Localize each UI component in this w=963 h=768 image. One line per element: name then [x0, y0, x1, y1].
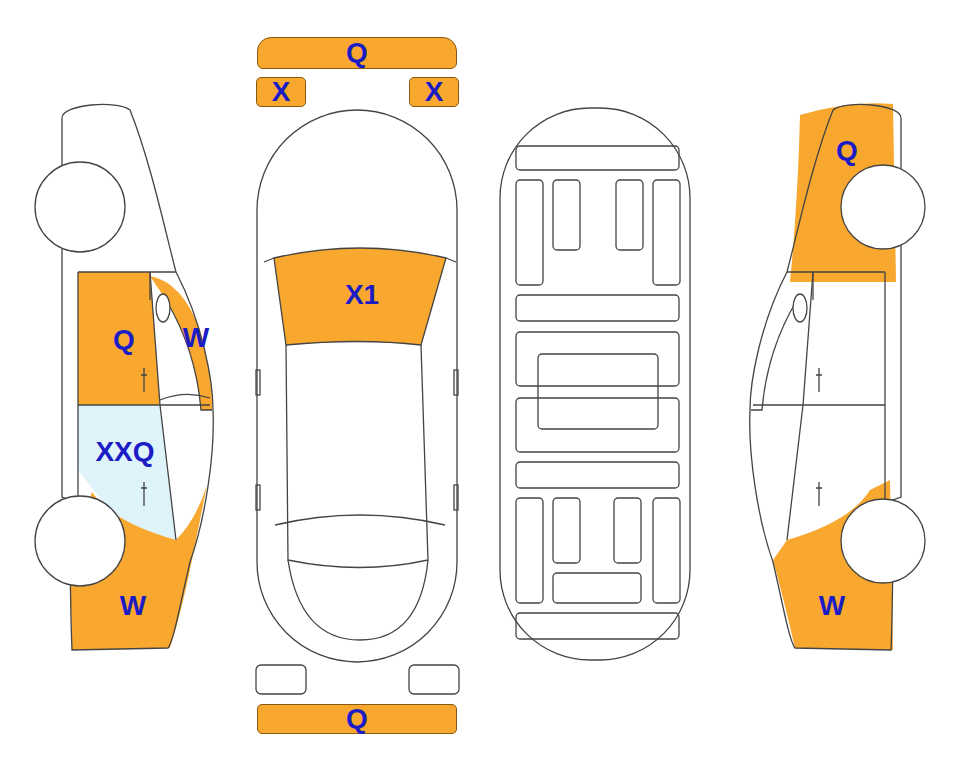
damage-code: W — [183, 324, 209, 352]
damage-code: Q — [113, 326, 135, 354]
damage-panel: Q — [257, 704, 457, 734]
damage-panel: X — [256, 77, 306, 107]
damage-code: Q — [346, 39, 368, 67]
damage-panel: Q — [257, 37, 457, 69]
damage-panel: X — [409, 77, 459, 107]
damage-code: Q — [346, 705, 368, 733]
damage-code: X — [272, 78, 291, 106]
damage-code: X1 — [345, 281, 379, 309]
damage-code: Q — [836, 137, 858, 165]
damage-code: XXQ — [95, 438, 154, 466]
damage-code: W — [819, 592, 845, 620]
damage-code: X — [425, 78, 444, 106]
damage-code: W — [120, 592, 146, 620]
